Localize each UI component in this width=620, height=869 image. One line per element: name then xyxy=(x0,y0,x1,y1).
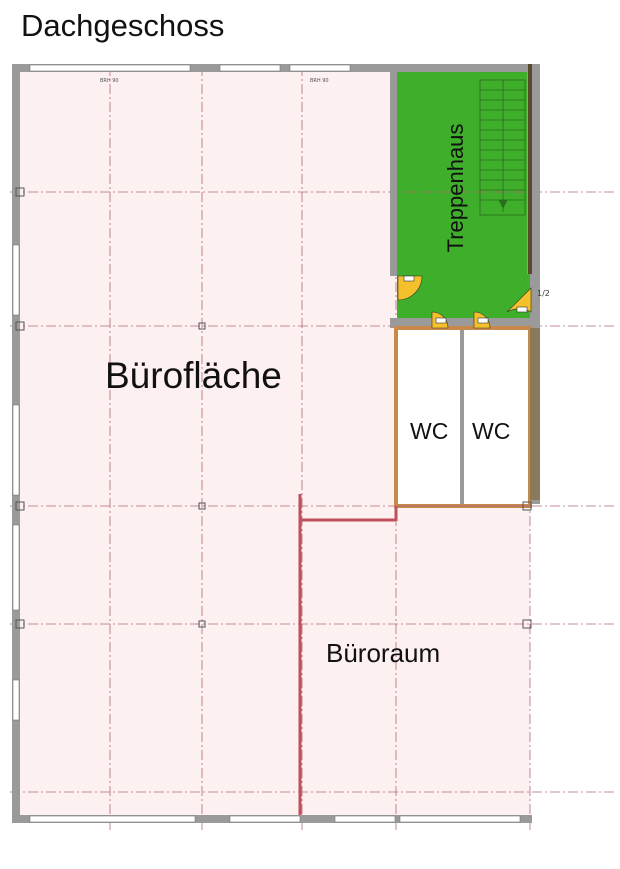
window-label-top-right: BRH 90 xyxy=(310,78,329,84)
stair-marker: 1/2 xyxy=(537,289,550,298)
room-label-wc-left: WC xyxy=(410,418,449,444)
staircase-dark-edge xyxy=(528,64,532,274)
room-label-office-area: Bürofläche xyxy=(105,355,282,396)
door-handles xyxy=(403,275,528,324)
window-label-top-left: BRH 90 xyxy=(100,78,119,84)
room-label-wc-right: WC xyxy=(472,418,511,444)
room-label-office-room: Büroraum xyxy=(326,638,441,668)
stair-treads xyxy=(479,79,526,216)
top-windows xyxy=(29,64,351,72)
east-dark-wall xyxy=(530,328,540,500)
wc-left-fill xyxy=(398,330,460,504)
room-label-staircase: Treppenhaus xyxy=(443,123,468,253)
wc-right-fill xyxy=(464,330,528,504)
floor-title: Dachgeschoss xyxy=(21,8,225,43)
doors xyxy=(397,275,532,329)
left-windows xyxy=(12,244,20,721)
bottom-windows xyxy=(29,815,521,823)
office-room-partitions xyxy=(298,494,398,815)
column-markers xyxy=(15,187,532,629)
